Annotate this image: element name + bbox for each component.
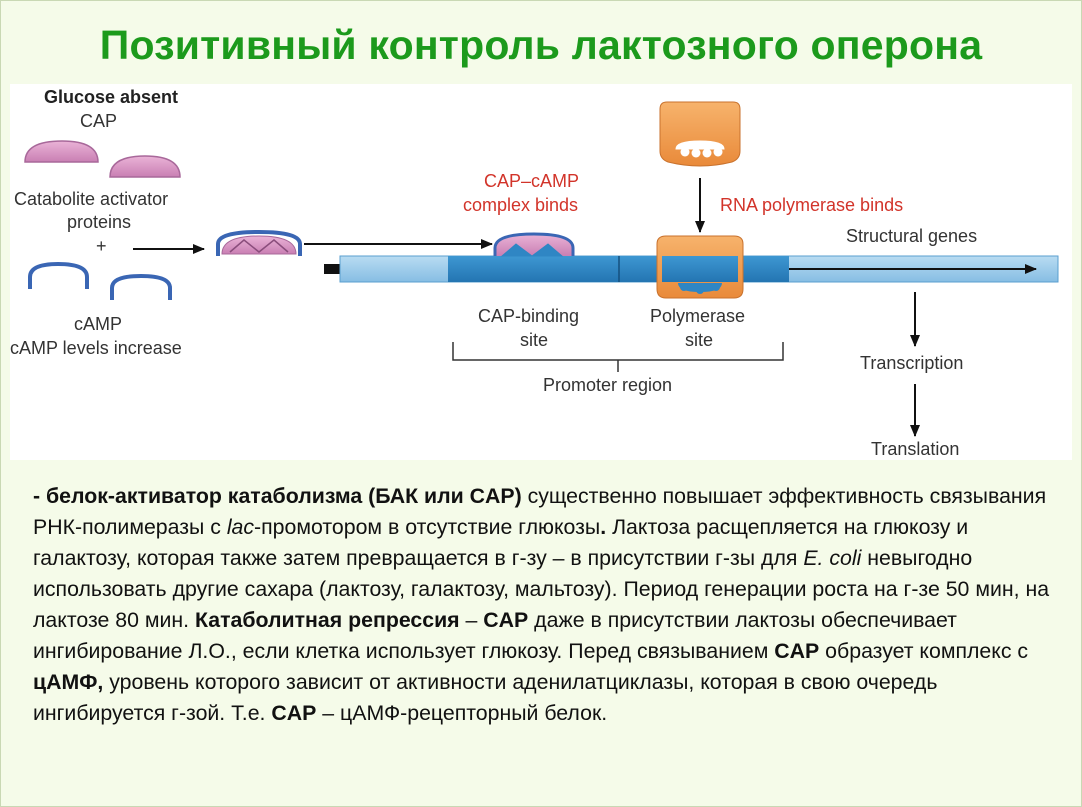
glucose-absent-label: Glucose absent [44,87,179,107]
cap-bold: CAP [774,639,820,663]
cap-bold: CAP [271,701,317,725]
text-span: – цАМФ-рецепторный белок. [316,701,608,725]
cap-camp-complex-free [216,229,302,256]
cap-bold: CAP [483,608,529,632]
cap-label: CAP [80,111,118,131]
cap-binding-site-region [448,256,619,282]
description-text: - белок-активатор катаболизма (БАК или C… [33,481,1063,729]
cap-camp-label-line2: complex binds [463,195,579,215]
cap-camp-label-line1: CAP–cAMP [484,171,580,191]
ecoli-italic: E. coli [803,546,862,570]
text-span: уровень которого зависит от активности а… [33,670,938,725]
rna-polymerase-free [659,101,741,167]
camp-bold: цАМФ, [33,670,104,694]
translation-label: Translation [871,439,960,459]
text-span: существенно повышает эффективность связы… [33,484,1047,539]
polymerase-site-label-line2: site [685,330,714,350]
catabolite-label-line1: Catabolite activator [14,189,169,209]
promoter-region-label: Promoter region [543,375,673,395]
camp-levels-label: cAMP levels increase [10,338,182,358]
text-dot: . [600,515,607,539]
text-span: невыгодно использовать другие сахара (ла… [33,546,1050,632]
polymerase-site-label-line1: Polymerase [650,306,746,326]
text-span: – [459,608,484,632]
slide-title: Позитивный контроль лактозного оперона [99,22,983,68]
text-span: даже в присутствии лактозы обеспечивает … [33,608,957,663]
plus-sign: + [96,236,107,256]
dna-end-cap [324,264,340,274]
cap-camp-complex-bound [493,232,575,257]
rna-polymerase-binds-label: RNA polymerase binds [720,195,904,215]
cap-definition-bold: - белок-активатор катаболизма (БАК или C… [33,484,522,508]
promoter-bracket [452,342,784,361]
cap-protein-2 [109,155,181,178]
cap-binding-site-label-line2: site [520,330,549,350]
text-span: -промотором в отсутствие глюкозы [254,515,601,539]
catabolite-label-line2: proteins [67,212,132,232]
text-span: Лактоза расщепляется на глюкозу и галакт… [33,515,969,570]
catabolite-repression-bold: Катаболитная репрессия [194,608,460,632]
text-span: образует комплекс с [819,639,1029,663]
diagram-graphics [24,101,1059,437]
camp-label: cAMP [74,314,123,334]
camp-molecule-2 [110,273,172,300]
camp-molecule-1 [28,261,89,289]
lac-italic: lac [226,515,255,539]
operon-diagram: Glucose absent CAP Catabolite activator … [10,84,1072,460]
cap-binding-site-label-line1: CAP-binding [478,306,580,326]
description-paragraph: - белок-активатор катаболизма (БАК или C… [33,481,1063,729]
rna-polymerase-bound [656,235,744,299]
structural-genes-label: Structural genes [846,226,978,246]
transcription-label: Transcription [860,353,964,373]
cap-protein-1 [24,140,99,163]
